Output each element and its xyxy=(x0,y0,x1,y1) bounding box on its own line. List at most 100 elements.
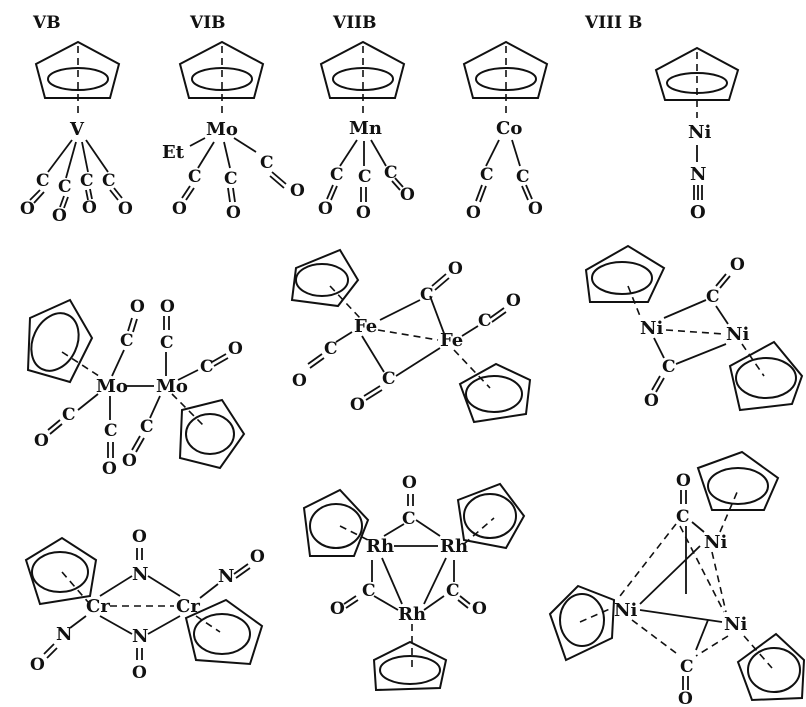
svg-text:O: O xyxy=(118,199,133,219)
group-label-viiib: VIII B xyxy=(584,13,642,33)
svg-text:C: C xyxy=(676,507,690,527)
svg-text:C: C xyxy=(516,167,530,187)
svg-text:Co: Co xyxy=(496,118,522,139)
svg-text:C: C xyxy=(384,163,398,183)
svg-text:N: N xyxy=(132,564,148,585)
svg-text:C: C xyxy=(680,657,694,677)
svg-text:C: C xyxy=(706,287,720,307)
svg-text:C: C xyxy=(420,285,434,305)
svg-text:N: N xyxy=(132,626,148,647)
svg-text:C: C xyxy=(160,333,174,353)
cp2ni2-co2-structure: Ni Ni C O C O xyxy=(584,244,804,412)
svg-text:Ni: Ni xyxy=(724,614,747,635)
svg-text:Mo: Mo xyxy=(96,376,128,397)
svg-text:Mo: Mo xyxy=(206,119,238,140)
group-label-vib: VIB xyxy=(189,13,226,33)
svg-text:Mo: Mo xyxy=(156,376,188,397)
svg-text:O: O xyxy=(690,202,706,223)
svg-text:C: C xyxy=(140,417,154,437)
svg-text:V: V xyxy=(69,119,85,140)
svg-text:N: N xyxy=(690,164,706,185)
group-label-viib: VIIB xyxy=(332,13,376,33)
svg-text:O: O xyxy=(172,199,187,219)
svg-text:O: O xyxy=(132,527,147,547)
svg-text:C: C xyxy=(324,339,338,359)
svg-text:O: O xyxy=(676,471,691,491)
svg-text:C: C xyxy=(62,405,76,425)
svg-text:C: C xyxy=(480,165,494,185)
svg-text:N: N xyxy=(56,624,72,645)
svg-text:O: O xyxy=(82,198,97,218)
svg-text:O: O xyxy=(730,255,745,275)
svg-text:C: C xyxy=(224,169,238,189)
svg-text:O: O xyxy=(228,339,243,359)
svg-text:C: C xyxy=(382,369,396,389)
svg-text:C: C xyxy=(446,581,460,601)
cpni-no-structure: Ni N O xyxy=(654,46,740,223)
svg-text:O: O xyxy=(226,203,241,223)
svg-text:C: C xyxy=(188,167,202,187)
svg-text:C: C xyxy=(104,421,118,441)
svg-text:O: O xyxy=(472,599,487,619)
svg-text:Cr: Cr xyxy=(86,596,110,617)
svg-text:C: C xyxy=(330,165,344,185)
cp3ni3-co2-structure: O C Ni Ni Ni C O xyxy=(548,450,806,707)
svg-text:C: C xyxy=(120,331,134,351)
svg-text:C: C xyxy=(102,171,116,191)
svg-text:O: O xyxy=(292,371,307,391)
svg-text:O: O xyxy=(402,473,417,493)
svg-text:O: O xyxy=(528,199,543,219)
svg-text:N: N xyxy=(218,566,234,587)
svg-text:C: C xyxy=(358,167,372,187)
svg-text:O: O xyxy=(466,203,481,223)
cp2fe2-co4-structure: Fe Fe C O C O C O C O xyxy=(290,248,532,424)
svg-text:Rh: Rh xyxy=(366,536,394,557)
svg-text:C: C xyxy=(36,171,50,191)
svg-text:Ni: Ni xyxy=(640,318,663,339)
svg-text:O: O xyxy=(52,206,67,226)
svg-text:O: O xyxy=(356,203,371,223)
svg-text:O: O xyxy=(678,689,693,707)
svg-text:Fe: Fe xyxy=(440,330,463,351)
cp3rh3-co3-structure: Rh Rh Rh C O C O C O xyxy=(302,473,526,692)
svg-text:O: O xyxy=(506,291,521,311)
svg-text:O: O xyxy=(130,297,145,317)
svg-text:C: C xyxy=(362,581,376,601)
svg-text:Et: Et xyxy=(162,142,185,163)
svg-text:C: C xyxy=(200,357,214,377)
svg-text:C: C xyxy=(260,153,274,173)
cp2cr2-no4-structure: Cr Cr N O N O N O N O xyxy=(24,527,265,683)
svg-text:O: O xyxy=(132,663,147,683)
svg-text:O: O xyxy=(400,185,415,205)
svg-text:O: O xyxy=(330,599,345,619)
svg-text:Ni: Ni xyxy=(688,122,711,143)
svg-text:O: O xyxy=(20,199,35,219)
svg-text:Mn: Mn xyxy=(349,118,382,139)
svg-text:O: O xyxy=(290,181,305,201)
svg-text:Ni: Ni xyxy=(726,324,749,345)
svg-text:O: O xyxy=(122,451,137,471)
cpmo-co3-et-structure: Mo Et C C C O O O xyxy=(162,40,305,223)
svg-text:C: C xyxy=(478,311,492,331)
svg-text:C: C xyxy=(662,357,676,377)
svg-text:O: O xyxy=(318,199,333,219)
svg-text:O: O xyxy=(350,395,365,415)
svg-text:O: O xyxy=(250,547,265,567)
svg-text:Ni: Ni xyxy=(704,532,727,553)
svg-text:Rh: Rh xyxy=(398,604,426,625)
svg-text:Ni: Ni xyxy=(614,600,637,621)
cp2mo2-co6-structure: Mo Mo C O C O C O C O C O C O xyxy=(26,297,246,479)
svg-text:C: C xyxy=(80,171,94,191)
svg-text:O: O xyxy=(102,459,117,479)
svg-text:Cr: Cr xyxy=(176,596,200,617)
cpmn-co3-structure: Mn C C C O O O xyxy=(318,40,415,223)
svg-text:O: O xyxy=(644,391,659,411)
svg-text:O: O xyxy=(30,655,45,675)
cpco-co2-structure: Co C C O O xyxy=(462,40,549,223)
svg-text:O: O xyxy=(160,297,175,317)
svg-text:O: O xyxy=(448,259,463,279)
svg-text:C: C xyxy=(58,177,72,197)
svg-text:Rh: Rh xyxy=(440,536,468,557)
svg-text:O: O xyxy=(34,431,49,451)
